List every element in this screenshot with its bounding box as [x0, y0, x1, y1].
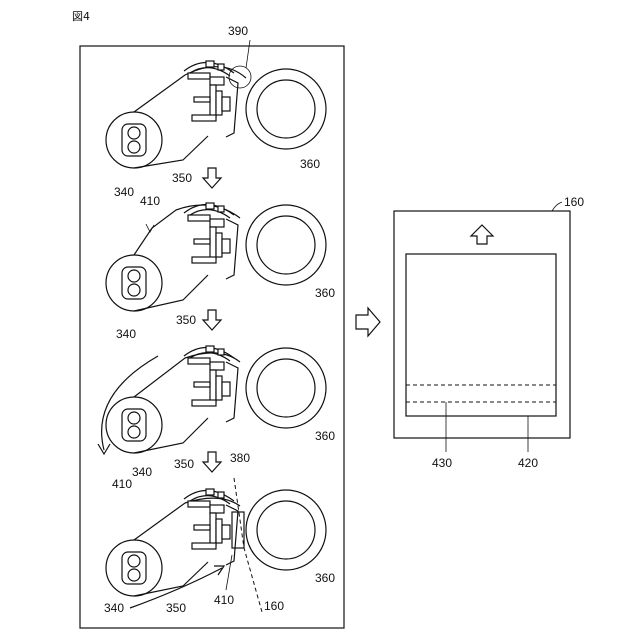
label-350-b: 350 — [176, 313, 196, 327]
label-350-a: 350 — [172, 171, 192, 185]
label-380: 380 — [230, 451, 250, 465]
step-arrow-1 — [203, 168, 221, 188]
output-sheet-160 — [394, 202, 570, 452]
label-340-b: 340 — [116, 327, 136, 341]
label-360-c: 360 — [315, 429, 335, 443]
label-420: 420 — [518, 456, 538, 470]
label-360-b: 360 — [315, 286, 335, 300]
web-lower-3 — [134, 418, 208, 453]
label-340-a: 340 — [114, 185, 134, 199]
figure-title: 図4 — [72, 10, 90, 23]
feed-arrowhead — [214, 566, 224, 575]
sheet-path-160 — [234, 478, 262, 612]
leader-410 — [226, 555, 232, 590]
detail-circle-390 — [229, 66, 251, 88]
web-lower-2 — [134, 275, 208, 311]
label-410-b: 410 — [112, 477, 132, 491]
print-area-420 — [406, 254, 556, 416]
panel-2 — [106, 203, 326, 330]
label-430: 430 — [432, 456, 452, 470]
web-lower-4 — [134, 562, 208, 596]
panel-1 — [106, 40, 326, 188]
label-410-c: 410 — [214, 593, 234, 607]
label-160-a: 160 — [564, 195, 584, 209]
label-350-c: 350 — [174, 457, 194, 471]
transition-arrow-right — [356, 308, 380, 336]
leader-160 — [552, 202, 562, 211]
label-360-d: 360 — [315, 571, 335, 585]
label-360-a: 360 — [300, 157, 320, 171]
step-arrow-3 — [203, 452, 221, 472]
step-arrow-2 — [203, 310, 221, 330]
label-340-d: 340 — [104, 601, 124, 615]
label-350-d: 350 — [166, 601, 186, 615]
label-410-a: 410 — [140, 194, 160, 208]
label-160-b: 160 — [264, 599, 284, 613]
label-340-c: 340 — [132, 465, 152, 479]
panel-4 — [106, 478, 326, 612]
panel-3 — [98, 346, 326, 472]
eject-arrow-up — [471, 225, 493, 244]
label-390: 390 — [228, 24, 248, 38]
